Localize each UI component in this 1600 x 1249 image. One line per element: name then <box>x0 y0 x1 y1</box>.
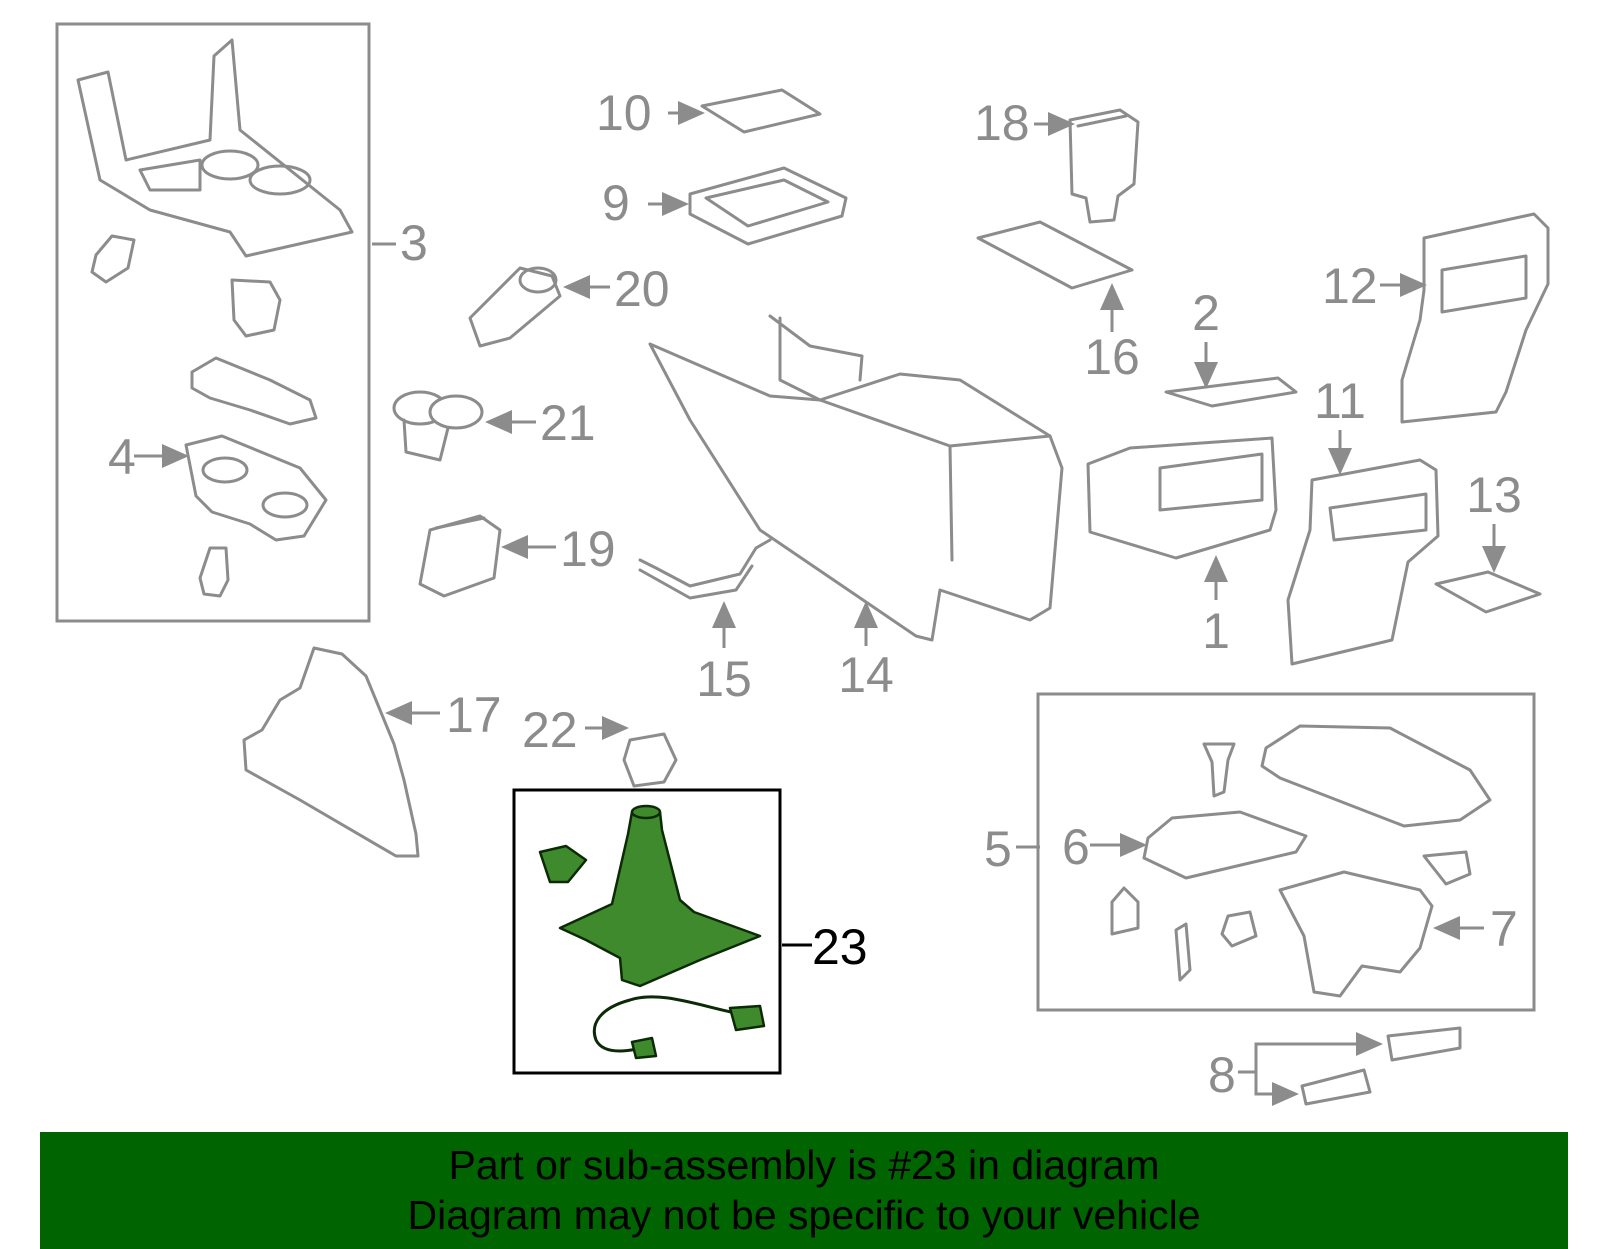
part-18-switch[interactable] <box>1068 108 1140 224</box>
callout-5: 5 <box>984 821 1012 877</box>
callout-10: 10 <box>596 85 652 141</box>
part-17-side-panel[interactable] <box>242 646 420 858</box>
callout-labels: 1 2 3 4 5 6 7 8 9 10 11 12 13 14 15 16 1… <box>108 85 1522 1103</box>
group-box-3 <box>55 22 371 623</box>
callout-12: 12 <box>1322 258 1378 314</box>
callout-15: 15 <box>696 651 752 707</box>
callout-3: 3 <box>400 215 428 271</box>
highlight-box-23 <box>512 788 782 1075</box>
group-box-5 <box>1036 692 1536 1012</box>
banner-line-2: Diagram may not be specific to your vehi… <box>407 1192 1201 1238</box>
part-16-mat[interactable] <box>976 220 1134 290</box>
part-2-mat[interactable] <box>1164 376 1298 408</box>
part-11-rear-panel[interactable] <box>1286 458 1440 666</box>
part-7-latch[interactable] <box>1278 870 1434 998</box>
callout-4: 4 <box>108 429 136 485</box>
callout-22: 22 <box>522 702 578 758</box>
callout-8: 8 <box>1208 1047 1236 1103</box>
part-9-tray[interactable] <box>688 166 848 246</box>
callout-23: 23 <box>812 919 868 975</box>
part-12-rear-vent-panel[interactable] <box>1400 212 1550 424</box>
info-banner: Part or sub-assembly is #23 in diagram D… <box>40 1132 1568 1249</box>
part-19-switch[interactable] <box>418 514 502 598</box>
callout-6: 6 <box>1062 819 1090 875</box>
banner-line-1: Part or sub-assembly is #23 in diagram <box>448 1142 1160 1188</box>
callout-11: 11 <box>1314 373 1366 429</box>
callout-2: 2 <box>1192 285 1220 341</box>
part-21-socket-pair[interactable] <box>392 390 484 462</box>
callout-19: 19 <box>560 521 616 577</box>
part-5-clips[interactable] <box>1110 850 1472 982</box>
part-4-screw[interactable] <box>198 546 230 598</box>
part-3-cup-insert[interactable] <box>190 356 318 426</box>
part-15-bracket[interactable] <box>638 538 772 600</box>
callout-13: 13 <box>1466 467 1522 523</box>
part-1-console-insert[interactable] <box>1086 436 1278 560</box>
part-10-mat[interactable] <box>700 88 822 134</box>
callout-18: 18 <box>974 95 1030 151</box>
callout-9: 9 <box>602 175 630 231</box>
callout-7: 7 <box>1490 901 1518 957</box>
callout-16: 16 <box>1084 329 1140 385</box>
callout-21: 21 <box>540 395 596 451</box>
part-14-console-box[interactable] <box>648 314 1064 642</box>
part-4-cup-holder[interactable] <box>184 434 328 542</box>
part-20-socket[interactable] <box>468 266 562 348</box>
callout-1: 1 <box>1202 603 1230 659</box>
part-3-console-panel[interactable] <box>76 38 354 258</box>
part-8-clips[interactable] <box>1300 1026 1462 1106</box>
part-3-clip[interactable] <box>90 234 282 338</box>
callout-20: 20 <box>614 261 670 317</box>
part-22-shift-knob[interactable] <box>622 732 678 788</box>
callout-17: 17 <box>446 687 502 743</box>
part-5-screw[interactable] <box>1202 742 1236 798</box>
part-23-shift-boot-assembly[interactable] <box>538 804 766 1060</box>
callout-14: 14 <box>838 647 894 703</box>
part-13-pad[interactable] <box>1434 570 1542 614</box>
leader-lines <box>134 101 1506 1106</box>
part-5-armrest-lid[interactable] <box>1260 724 1492 828</box>
part-6-hinge[interactable] <box>1142 810 1308 880</box>
